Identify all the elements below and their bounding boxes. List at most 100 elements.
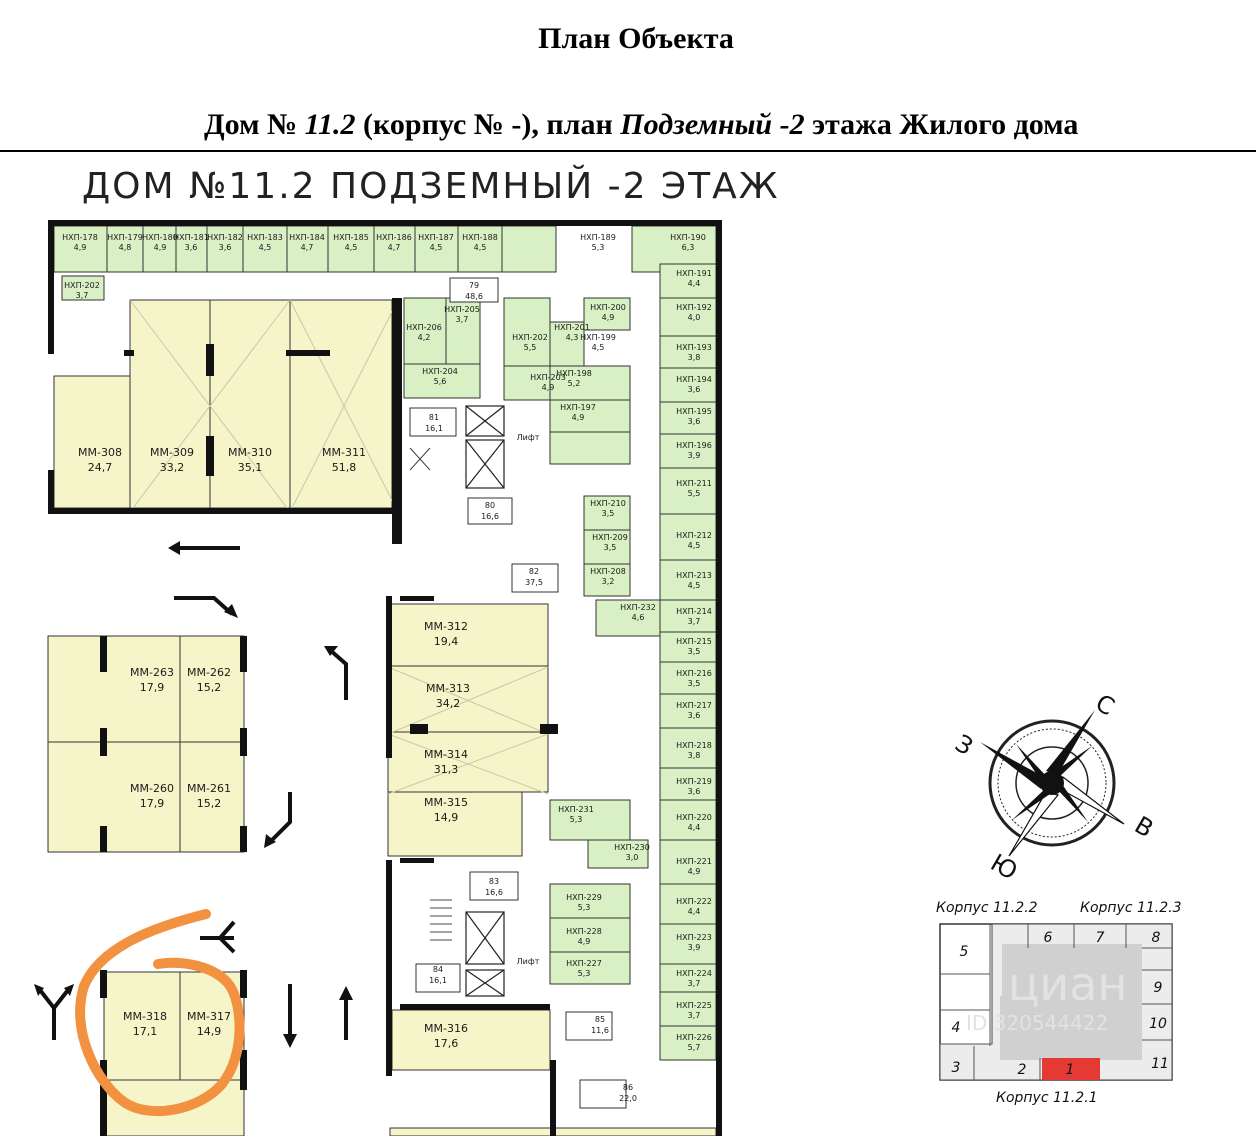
parking-space-area: 17,6	[434, 1037, 459, 1050]
parking-space	[209, 299, 291, 509]
storage-room-name: НХП-210	[590, 499, 626, 508]
storage-room	[457, 225, 503, 273]
storage-room	[659, 661, 717, 695]
service-room-tag	[511, 563, 559, 593]
storage-room-name: НХП-180	[142, 233, 178, 242]
compass-west-label: З	[950, 729, 977, 761]
storage-room-name: НХП-199	[580, 333, 616, 342]
storage-room	[61, 275, 105, 301]
service-room-area: 11,6	[591, 1026, 609, 1035]
storage-room	[659, 263, 717, 299]
storage-room	[659, 963, 717, 993]
storage-room-name: НХП-201	[554, 323, 590, 332]
storage-room-area: 3,0	[626, 853, 639, 862]
header-divider	[0, 150, 1256, 152]
storage-room-name: НХП-203	[530, 373, 566, 382]
compass-south-label: Ю	[986, 848, 1022, 885]
storage-room	[659, 467, 717, 515]
storage-room-area: 5,7	[688, 1043, 701, 1052]
storage-room-area: 5,3	[570, 815, 583, 824]
service-room-area: 16,6	[481, 512, 499, 521]
storage-room	[659, 1025, 717, 1061]
storage-room-name: НХП-219	[676, 777, 712, 786]
storage-room-area: 6,3	[682, 243, 695, 252]
storage-room-area: 4,5	[259, 243, 272, 252]
service-room-name: 81	[429, 413, 439, 422]
storage-room-area: 3,6	[688, 787, 701, 796]
parking-space	[387, 791, 523, 857]
storage-room-area: 5,2	[568, 379, 581, 388]
storage-room	[659, 839, 717, 885]
storage-room-name: НХП-202	[64, 281, 100, 290]
storage-room-name: НХП-221	[676, 857, 712, 866]
storage-room-name: НХП-190	[670, 233, 706, 242]
parking-space-area: 14,9	[434, 811, 459, 824]
storage-room-name: НХП-198	[556, 369, 592, 378]
parking-space-name: ММ-260	[130, 782, 174, 795]
storage-room	[659, 335, 717, 369]
walls	[48, 220, 722, 1136]
service-room-name: 86	[623, 1083, 633, 1092]
storage-room-area: 4,9	[74, 243, 87, 252]
service-room-name: 84	[433, 965, 443, 974]
storage-room	[659, 991, 717, 1027]
service-room-area: 16,1	[425, 424, 443, 433]
key-watermark-id: ID 320544422	[966, 1011, 1108, 1035]
storage-room	[549, 883, 631, 919]
storage-room	[414, 225, 459, 273]
storage-room-area: 4,4	[688, 279, 701, 288]
service-room-tag	[409, 407, 457, 437]
storage-room-name: НХП-181	[173, 233, 209, 242]
storage-room-area: 3,7	[456, 315, 469, 324]
storage-room-name: НХП-227	[566, 959, 602, 968]
storage-room-area: 5,3	[592, 243, 605, 252]
storage-room-area: 4,7	[388, 243, 401, 252]
storage-room-name: НХП-229	[566, 893, 602, 902]
stair-lines	[409, 447, 452, 941]
parking-space	[179, 741, 245, 853]
annotation-circle	[75, 909, 245, 1117]
storage-room	[549, 321, 585, 367]
storage-room	[549, 431, 631, 465]
storage-room-area: 4,7	[301, 243, 314, 252]
storage-room-name: НХП-206	[406, 323, 442, 332]
rooms-layer	[47, 225, 717, 1136]
storage-room-area: 3,5	[688, 679, 701, 688]
storage-room	[659, 599, 717, 633]
storage-room	[583, 563, 631, 597]
storage-room-area: 5,6	[434, 377, 447, 386]
storage-room-name: НХП-205	[444, 305, 480, 314]
storage-room	[501, 225, 557, 273]
parking-space	[391, 1009, 551, 1071]
storage-room	[549, 917, 631, 953]
storage-room	[549, 799, 631, 841]
storage-room-name: НХП-215	[676, 637, 712, 646]
parking-space	[129, 299, 211, 509]
lift-shafts	[465, 405, 505, 997]
storage-room-area: 4,4	[688, 823, 701, 832]
storage-room	[373, 225, 416, 273]
storage-room-name: НХП-188	[462, 233, 498, 242]
storage-room	[242, 225, 288, 273]
parking-space-name: ММ-308	[78, 446, 122, 459]
storage-room-area: 4,9	[688, 867, 701, 876]
key-section-label: 7	[1096, 930, 1105, 946]
parking-space-area: 15,2	[197, 681, 222, 694]
storage-room	[583, 297, 631, 331]
storage-room-area: 5,3	[578, 903, 591, 912]
parking-space-name: ММ-315	[424, 796, 468, 809]
storage-room-area: 3,7	[76, 291, 89, 300]
page-title: План Объекта	[538, 22, 734, 55]
storage-room-area: 4,8	[119, 243, 132, 252]
parking-space-name: ММ-310	[228, 446, 272, 459]
storage-room-area: 3,5	[604, 543, 617, 552]
key-section-label: 11	[1151, 1056, 1169, 1072]
service-room-name: 79	[469, 281, 479, 290]
key-label-bottom: Корпус 11.2.1	[996, 1090, 1098, 1106]
parking-space	[47, 635, 181, 743]
storage-room-name: НХП-202	[512, 333, 548, 342]
storage-room-name: НХП-208	[590, 567, 626, 576]
storage-room-area: 4,3	[566, 333, 579, 342]
storage-room-name: НХП-209	[592, 533, 628, 542]
storage-room-area: 3,6	[185, 243, 198, 252]
